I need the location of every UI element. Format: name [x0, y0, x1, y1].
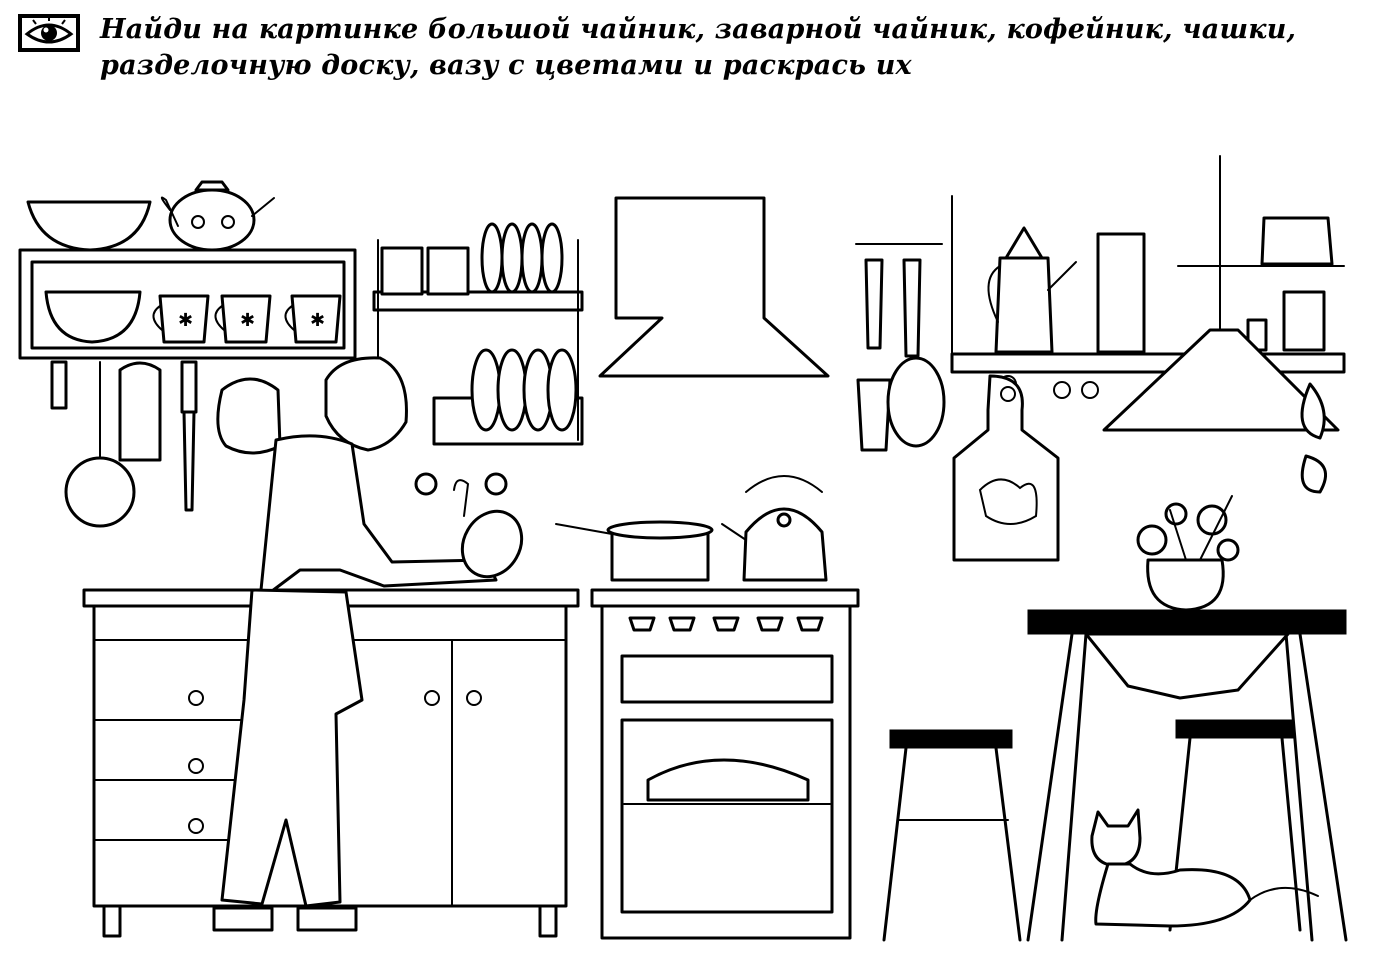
vase-with-flowers [1136, 495, 1240, 612]
ceiling-lamp [1102, 328, 1340, 432]
eye-icon [18, 14, 80, 52]
stools [882, 719, 1302, 942]
svg-text:✱: ✱ [178, 310, 193, 331]
big-kettle [721, 475, 828, 582]
task-instruction: Найди на картинке большой чайник, заварн… [100, 14, 1297, 81]
kitchen-illustration: ✱ ✱ ✱ [0, 140, 1383, 972]
dish-rack [372, 222, 584, 446]
range-hood [598, 196, 830, 378]
left-wall-shelf: ✱ ✱ ✱ [18, 180, 357, 528]
table [1026, 609, 1348, 942]
svg-text:✱: ✱ [240, 310, 255, 331]
cups-on-shelf: ✱ ✱ ✱ [152, 294, 342, 344]
instruction-header: Найди на картинке большой чайник, заварн… [18, 12, 1363, 92]
faucet [414, 472, 508, 517]
fork-and-spoon [855, 243, 946, 452]
boy-washing-dishes [212, 356, 524, 932]
cutting-board [952, 374, 1060, 562]
stove [590, 588, 860, 940]
coffee-pot [987, 226, 1077, 354]
brewing-teapot [160, 180, 275, 252]
cat [1090, 808, 1319, 928]
saucepan [555, 520, 714, 582]
svg-text:✱: ✱ [310, 310, 325, 331]
